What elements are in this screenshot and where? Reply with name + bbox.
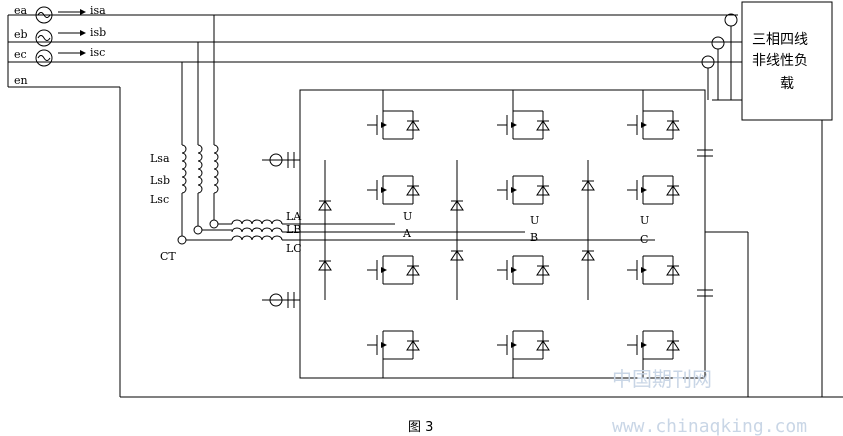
load-label-line-3: 载 — [780, 76, 794, 92]
filter-label-lc: LC — [286, 242, 302, 255]
bridge-bottom-label-b: B — [530, 231, 538, 244]
source-a-current-label: isa — [90, 4, 106, 17]
ct-label: CT — [160, 250, 176, 263]
leg-1-sw-1-arrow — [511, 187, 517, 193]
supply-lines — [7, 14, 843, 398]
leg-0-sw-0-arrow — [381, 122, 387, 128]
bridge-bottom-label-c: C — [640, 233, 648, 246]
leg-1-sw-0-arrow — [511, 122, 517, 128]
leg-2-sw-2-diode — [666, 265, 680, 276]
dc-link-left — [262, 152, 300, 308]
leg-1-sw-1-diode — [536, 185, 550, 196]
filter-inductors — [186, 219, 655, 241]
neutral-label: en — [14, 74, 28, 87]
ac-source-c — [35, 49, 53, 67]
leg-0-sw-0-diode — [406, 120, 420, 131]
clamp-diode-3 — [450, 250, 464, 261]
leg-2-sw-1-diode — [666, 185, 680, 196]
inverter-frame — [299, 89, 749, 397]
clamp-diode-4 — [581, 180, 595, 191]
leg-2-sw-1-arrow — [641, 187, 647, 193]
leg-1-sw-0-diode — [536, 120, 550, 131]
load-label-line-1: 三相四线 — [752, 32, 808, 48]
leg-0-sw-3-diode — [406, 340, 420, 351]
load-label-line-2: 非线性负 — [752, 53, 808, 69]
bridge-top-label-3: U — [640, 214, 649, 227]
clamp-diode-0 — [318, 200, 332, 211]
source-b-voltage-label: eb — [14, 28, 28, 41]
leg-2-sw-0-diode — [666, 120, 680, 131]
leg-1-sw-3-diode — [536, 340, 550, 351]
source-b-current-label: isb — [90, 26, 106, 39]
inductor-label-lsa: Lsa — [150, 152, 170, 165]
dc-link-right — [697, 149, 713, 297]
watermark-cn: 中国期刊网 — [612, 367, 712, 391]
leg-0-sw-1-diode — [406, 185, 420, 196]
bridge-top-label-2: U — [530, 214, 539, 227]
nonlinear-load: 三相四线 非线性负 载 — [701, 1, 833, 121]
leg-1-sw-3-arrow — [511, 342, 517, 348]
figure-caption: 图 3 — [408, 420, 433, 435]
leg-2-sw-3-diode — [666, 340, 680, 351]
leg-2-sw-2-arrow — [641, 267, 647, 273]
inductor-label-lsb: Lsb — [150, 174, 170, 187]
ac-source-b — [35, 29, 53, 47]
leg-0-sw-1-arrow — [381, 187, 387, 193]
leg-0-sw-2-arrow — [381, 267, 387, 273]
current-arrows — [58, 9, 86, 56]
watermark-url: www.chinaqking.com — [612, 416, 807, 436]
filter-label-la: LA — [286, 210, 302, 223]
ac-source-a — [35, 6, 53, 24]
leg-0-sw-2-diode — [406, 265, 420, 276]
clamp-diode-5 — [581, 250, 595, 261]
leg-2-sw-3-arrow — [641, 342, 647, 348]
filter-label-lb: LB — [286, 223, 301, 236]
leg-1-sw-2-arrow — [511, 267, 517, 273]
source-c-current-label: isc — [90, 46, 105, 59]
bridge-bottom-label-a: A — [402, 227, 412, 240]
leg-0-sw-3-arrow — [381, 342, 387, 348]
inductor-label-lsc: Lsc — [150, 193, 169, 206]
source-a-voltage-label: ea — [14, 4, 28, 17]
source-c-voltage-label: ec — [14, 48, 27, 61]
source-inductors — [177, 15, 219, 245]
bridge-legs — [318, 90, 680, 378]
leg-1-sw-2-diode — [536, 265, 550, 276]
leg-2-sw-0-arrow — [641, 122, 647, 128]
clamp-diode-1 — [318, 260, 332, 271]
bridge-top-label-1: U — [403, 210, 412, 223]
clamp-diode-2 — [450, 200, 464, 211]
